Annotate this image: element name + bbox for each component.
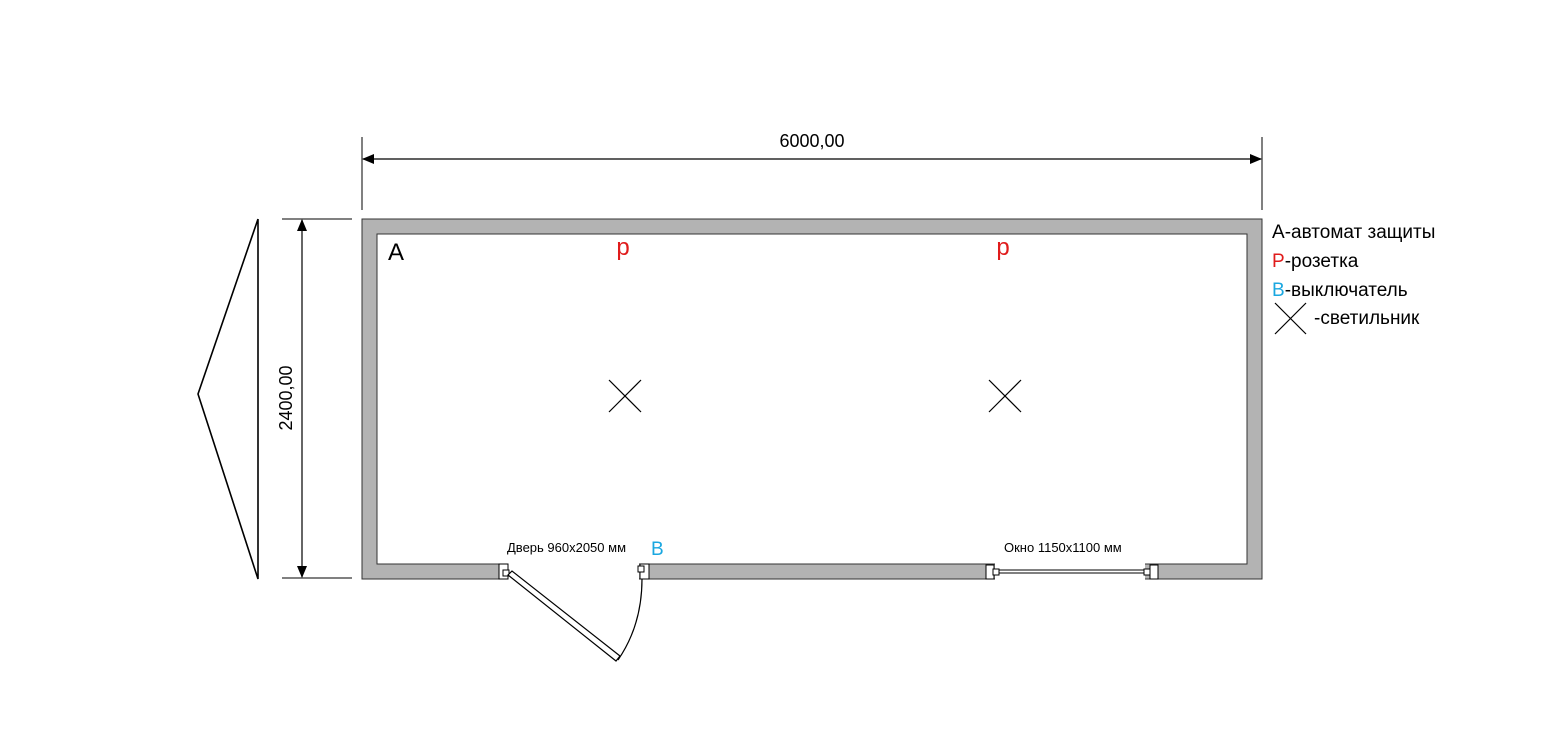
door-frame: [498, 563, 650, 580]
door-swing-arc: [617, 578, 643, 661]
wall-outline: [361, 218, 1263, 580]
window: [985, 564, 1159, 580]
legend-breaker-key: А: [1272, 222, 1285, 243]
door-stop-left: [502, 569, 510, 577]
light-fixture-right: [988, 379, 1022, 413]
height-dimension-label: 2400,00: [276, 365, 296, 430]
outlet-symbol-right: р: [996, 234, 1009, 261]
height-dimension: 2400,00: [276, 218, 352, 579]
legend-outlet: Р-розетка: [1272, 251, 1359, 272]
window-stop-left: [992, 568, 1000, 576]
window-stop-right: [1143, 568, 1151, 576]
legend-switch-text: -выключатель: [1285, 280, 1408, 301]
door-leaf: [507, 570, 643, 662]
window-label: Окно 1150х1100 мм: [1004, 540, 1122, 555]
side-elevation-triangle: [197, 218, 259, 580]
legend-outlet-key: Р: [1272, 251, 1285, 272]
light-fixture-left: [608, 379, 642, 413]
door-label: Дверь 960х2050 мм: [507, 540, 626, 555]
door-opening-gap: [508, 563, 639, 580]
door-stop-right: [637, 565, 645, 573]
switch-symbol: В: [651, 539, 664, 560]
legend-switch: В-выключатель: [1272, 280, 1408, 301]
door-panel: [507, 570, 621, 662]
legend-breaker: А-автомат защиты: [1272, 222, 1435, 243]
window-opening-gap: [995, 563, 1145, 580]
legend-breaker-text: -автомат защиты: [1285, 222, 1436, 243]
width-dimension: 6000,00: [361, 131, 1263, 210]
legend-switch-key: В: [1272, 280, 1285, 301]
window-frame-right: [1149, 564, 1159, 580]
legend-light-text: -светильник: [1314, 308, 1420, 329]
legend-light-icon: [1274, 302, 1307, 335]
legend: А-автомат защиты Р-розетка В-выключатель…: [1272, 222, 1435, 335]
walls: [361, 218, 1263, 580]
legend-outlet-text: -розетка: [1285, 251, 1359, 272]
outlet-symbol-left: р: [616, 234, 629, 261]
breaker-symbol: A: [388, 239, 404, 266]
width-dimension-label: 6000,00: [779, 131, 844, 151]
